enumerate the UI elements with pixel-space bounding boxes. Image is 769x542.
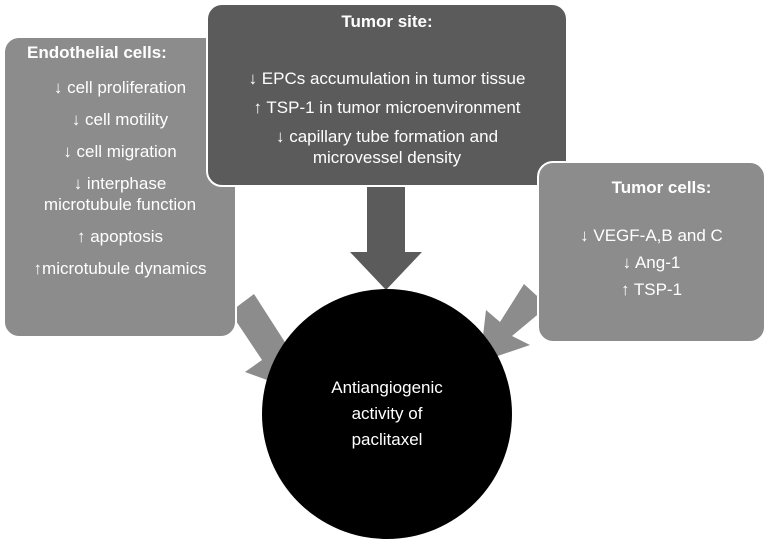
tumor-site-title: Tumor site: [341,12,433,31]
tumor-cells-item-tsp1: ↑ TSP-1 [620,280,683,299]
tumor-cells-item-vegf: ↓ VEGF-A,B and C [580,226,723,245]
endothelial-item-microtubule-dynamics: ↑microtubule dynamics [33,259,207,278]
arrow-from-tumor-cells [480,284,548,362]
endothelial-item-migration: ↓ cell migration [63,142,177,161]
tumor-site-item-epcs: ↓ EPCs accumulation in tumor tissue [248,69,526,88]
tumor-site-item-tsp1: ↑ TSP-1 in tumor microenvironment [253,98,521,117]
endothelial-item-motility: ↓ cell motility [71,110,169,129]
endothelial-cells-box: Endothelial cells: ↓ cell proliferation … [3,36,237,338]
tumor-cells-box: Tumor cells: ↓ VEGF-A,B and C ↓ Ang-1 ↑ … [537,161,766,343]
endothelial-cells-title: Endothelial cells: [27,43,167,62]
endothelial-item-microtubule-function: ↓ interphase microtubule function [43,174,197,214]
tumor-cells-item-ang1: ↓ Ang-1 [622,253,681,272]
tumor-cells-title: Tumor cells: [611,178,712,197]
arrow-from-tumor-site [350,187,422,290]
endothelial-item-proliferation: ↓ cell proliferation [53,78,187,97]
endothelial-item-apoptosis: ↑ apoptosis [77,227,163,246]
center-circle: Antiangiogenic activity of paclitaxel [262,289,512,539]
center-label: Antiangiogenic activity of paclitaxel [331,378,443,449]
tumor-site-item-capillary: ↓ capillary tube formation and microvess… [275,127,499,167]
tumor-site-box: Tumor site: ↓ EPCs accumulation in tumor… [206,3,568,187]
